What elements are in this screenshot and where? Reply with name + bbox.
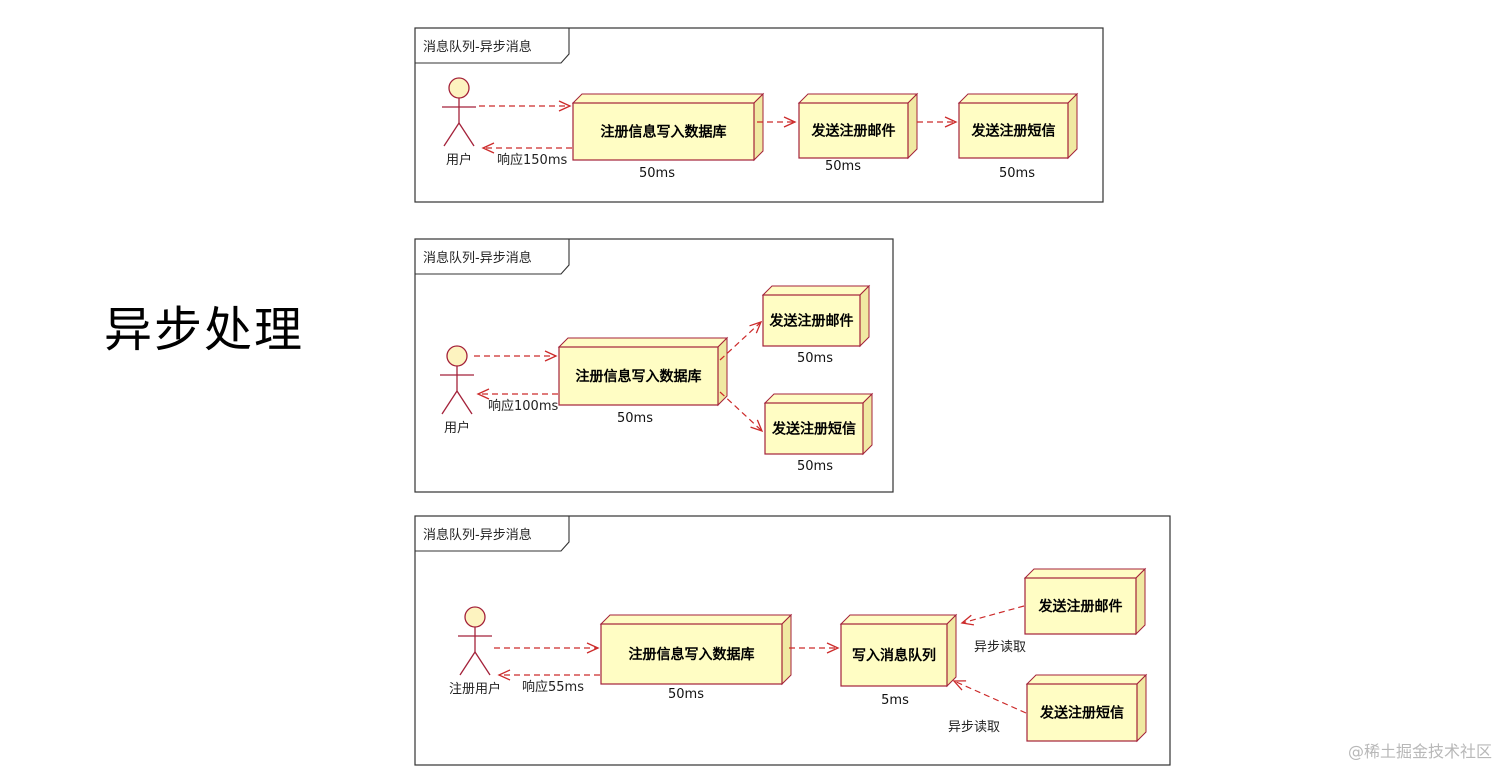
node-box: 写入消息队列 — [839, 613, 958, 688]
node-label: 发送注册邮件 — [769, 313, 854, 330]
time-label: 50ms — [999, 166, 1035, 181]
frame-title: 消息队列-异步消息 — [423, 527, 532, 543]
node-top-face — [599, 614, 793, 625]
actor-icon: 用户 — [442, 77, 476, 168]
node-top-face — [839, 614, 958, 625]
node-label: 发送注册短信 — [1039, 705, 1124, 722]
node-box: 发送注册邮件 — [1023, 567, 1147, 636]
node-side-face — [946, 613, 957, 688]
actor-right-leg — [456, 390, 473, 415]
time-label: 50ms — [825, 159, 861, 174]
node-top-face — [1023, 568, 1147, 579]
node-top-face — [761, 285, 871, 296]
async-read-arrow — [960, 605, 1025, 626]
response-label: 响应100ms — [488, 398, 558, 414]
actor-label: 注册用户 — [449, 681, 501, 697]
async-read-arrow — [952, 680, 1027, 714]
response-label: 响应150ms — [497, 152, 567, 168]
time-label: 50ms — [639, 166, 675, 181]
time-label: 50ms — [797, 459, 833, 474]
node-label: 发送注册短信 — [971, 123, 1056, 140]
frame-title: 消息队列-异步消息 — [423, 39, 532, 55]
time-label: 50ms — [797, 351, 833, 366]
node-label: 发送注册邮件 — [811, 123, 896, 140]
watermark: @稀土掘金技术社区 — [1347, 742, 1492, 761]
node-box: 注册信息写入数据库 — [599, 613, 793, 686]
node-front-face — [840, 623, 948, 687]
node-box: 发送注册邮件 — [797, 92, 919, 160]
actor-left-leg — [443, 122, 460, 147]
node-label: 注册信息写入数据库 — [629, 646, 755, 663]
node-side-face — [1067, 92, 1078, 160]
node-top-face — [1025, 674, 1148, 685]
node-front-face — [558, 346, 719, 406]
node-box: 发送注册短信 — [763, 392, 874, 456]
actor-right-leg — [474, 651, 491, 676]
node-side-face — [1136, 673, 1147, 743]
node-top-face — [957, 93, 1079, 104]
node-front-face — [572, 102, 755, 161]
node-front-face — [764, 402, 864, 455]
node-front-face — [958, 102, 1069, 159]
actor-right-leg — [458, 122, 475, 147]
actor-left-leg — [459, 651, 476, 676]
node-side-face — [781, 613, 792, 686]
time-label: 50ms — [617, 411, 653, 426]
node-label: 注册信息写入数据库 — [601, 124, 727, 141]
actor-label: 用户 — [446, 152, 472, 168]
node-box: 注册信息写入数据库 — [571, 92, 765, 162]
actor-left-leg — [441, 390, 458, 415]
node-front-face — [1026, 683, 1138, 742]
actor-head — [464, 606, 486, 628]
actor-icon: 注册用户 — [449, 606, 501, 697]
actor-head — [446, 345, 468, 367]
actor-icon: 用户 — [440, 345, 474, 436]
frame-tab — [415, 239, 570, 275]
node-side-face — [859, 284, 870, 348]
node-label: 写入消息队列 — [852, 647, 936, 664]
actor-head — [448, 77, 470, 99]
node-top-face — [571, 93, 765, 104]
actor-label: 用户 — [444, 420, 470, 436]
node-label: 发送注册短信 — [771, 421, 856, 438]
async-read-label: 异步读取 — [974, 640, 1026, 655]
page-title: 异步处理 — [104, 302, 305, 358]
node-front-face — [1024, 577, 1137, 635]
node-label: 发送注册邮件 — [1038, 598, 1123, 615]
node-side-face — [1135, 567, 1146, 636]
node-top-face — [797, 93, 919, 104]
node-top-face — [763, 393, 874, 404]
node-front-face — [762, 294, 861, 347]
node-box: 发送注册邮件 — [761, 284, 871, 348]
async-read-label: 异步读取 — [948, 720, 1000, 735]
node-box: 发送注册短信 — [957, 92, 1079, 160]
node-box: 注册信息写入数据库 — [557, 336, 729, 407]
node-side-face — [907, 92, 918, 160]
time-label: 50ms — [668, 687, 704, 702]
time-label: 5ms — [881, 693, 909, 708]
node-box: 发送注册短信 — [1025, 673, 1148, 743]
response-label: 响应55ms — [522, 679, 584, 695]
frame-tab — [415, 516, 570, 552]
node-label: 注册信息写入数据库 — [576, 368, 702, 385]
node-front-face — [798, 102, 909, 159]
node-front-face — [600, 623, 783, 685]
node-side-face — [753, 92, 764, 162]
node-side-face — [862, 392, 873, 456]
node-top-face — [557, 337, 729, 348]
frame-tab — [415, 28, 570, 64]
frame-title: 消息队列-异步消息 — [423, 250, 532, 266]
